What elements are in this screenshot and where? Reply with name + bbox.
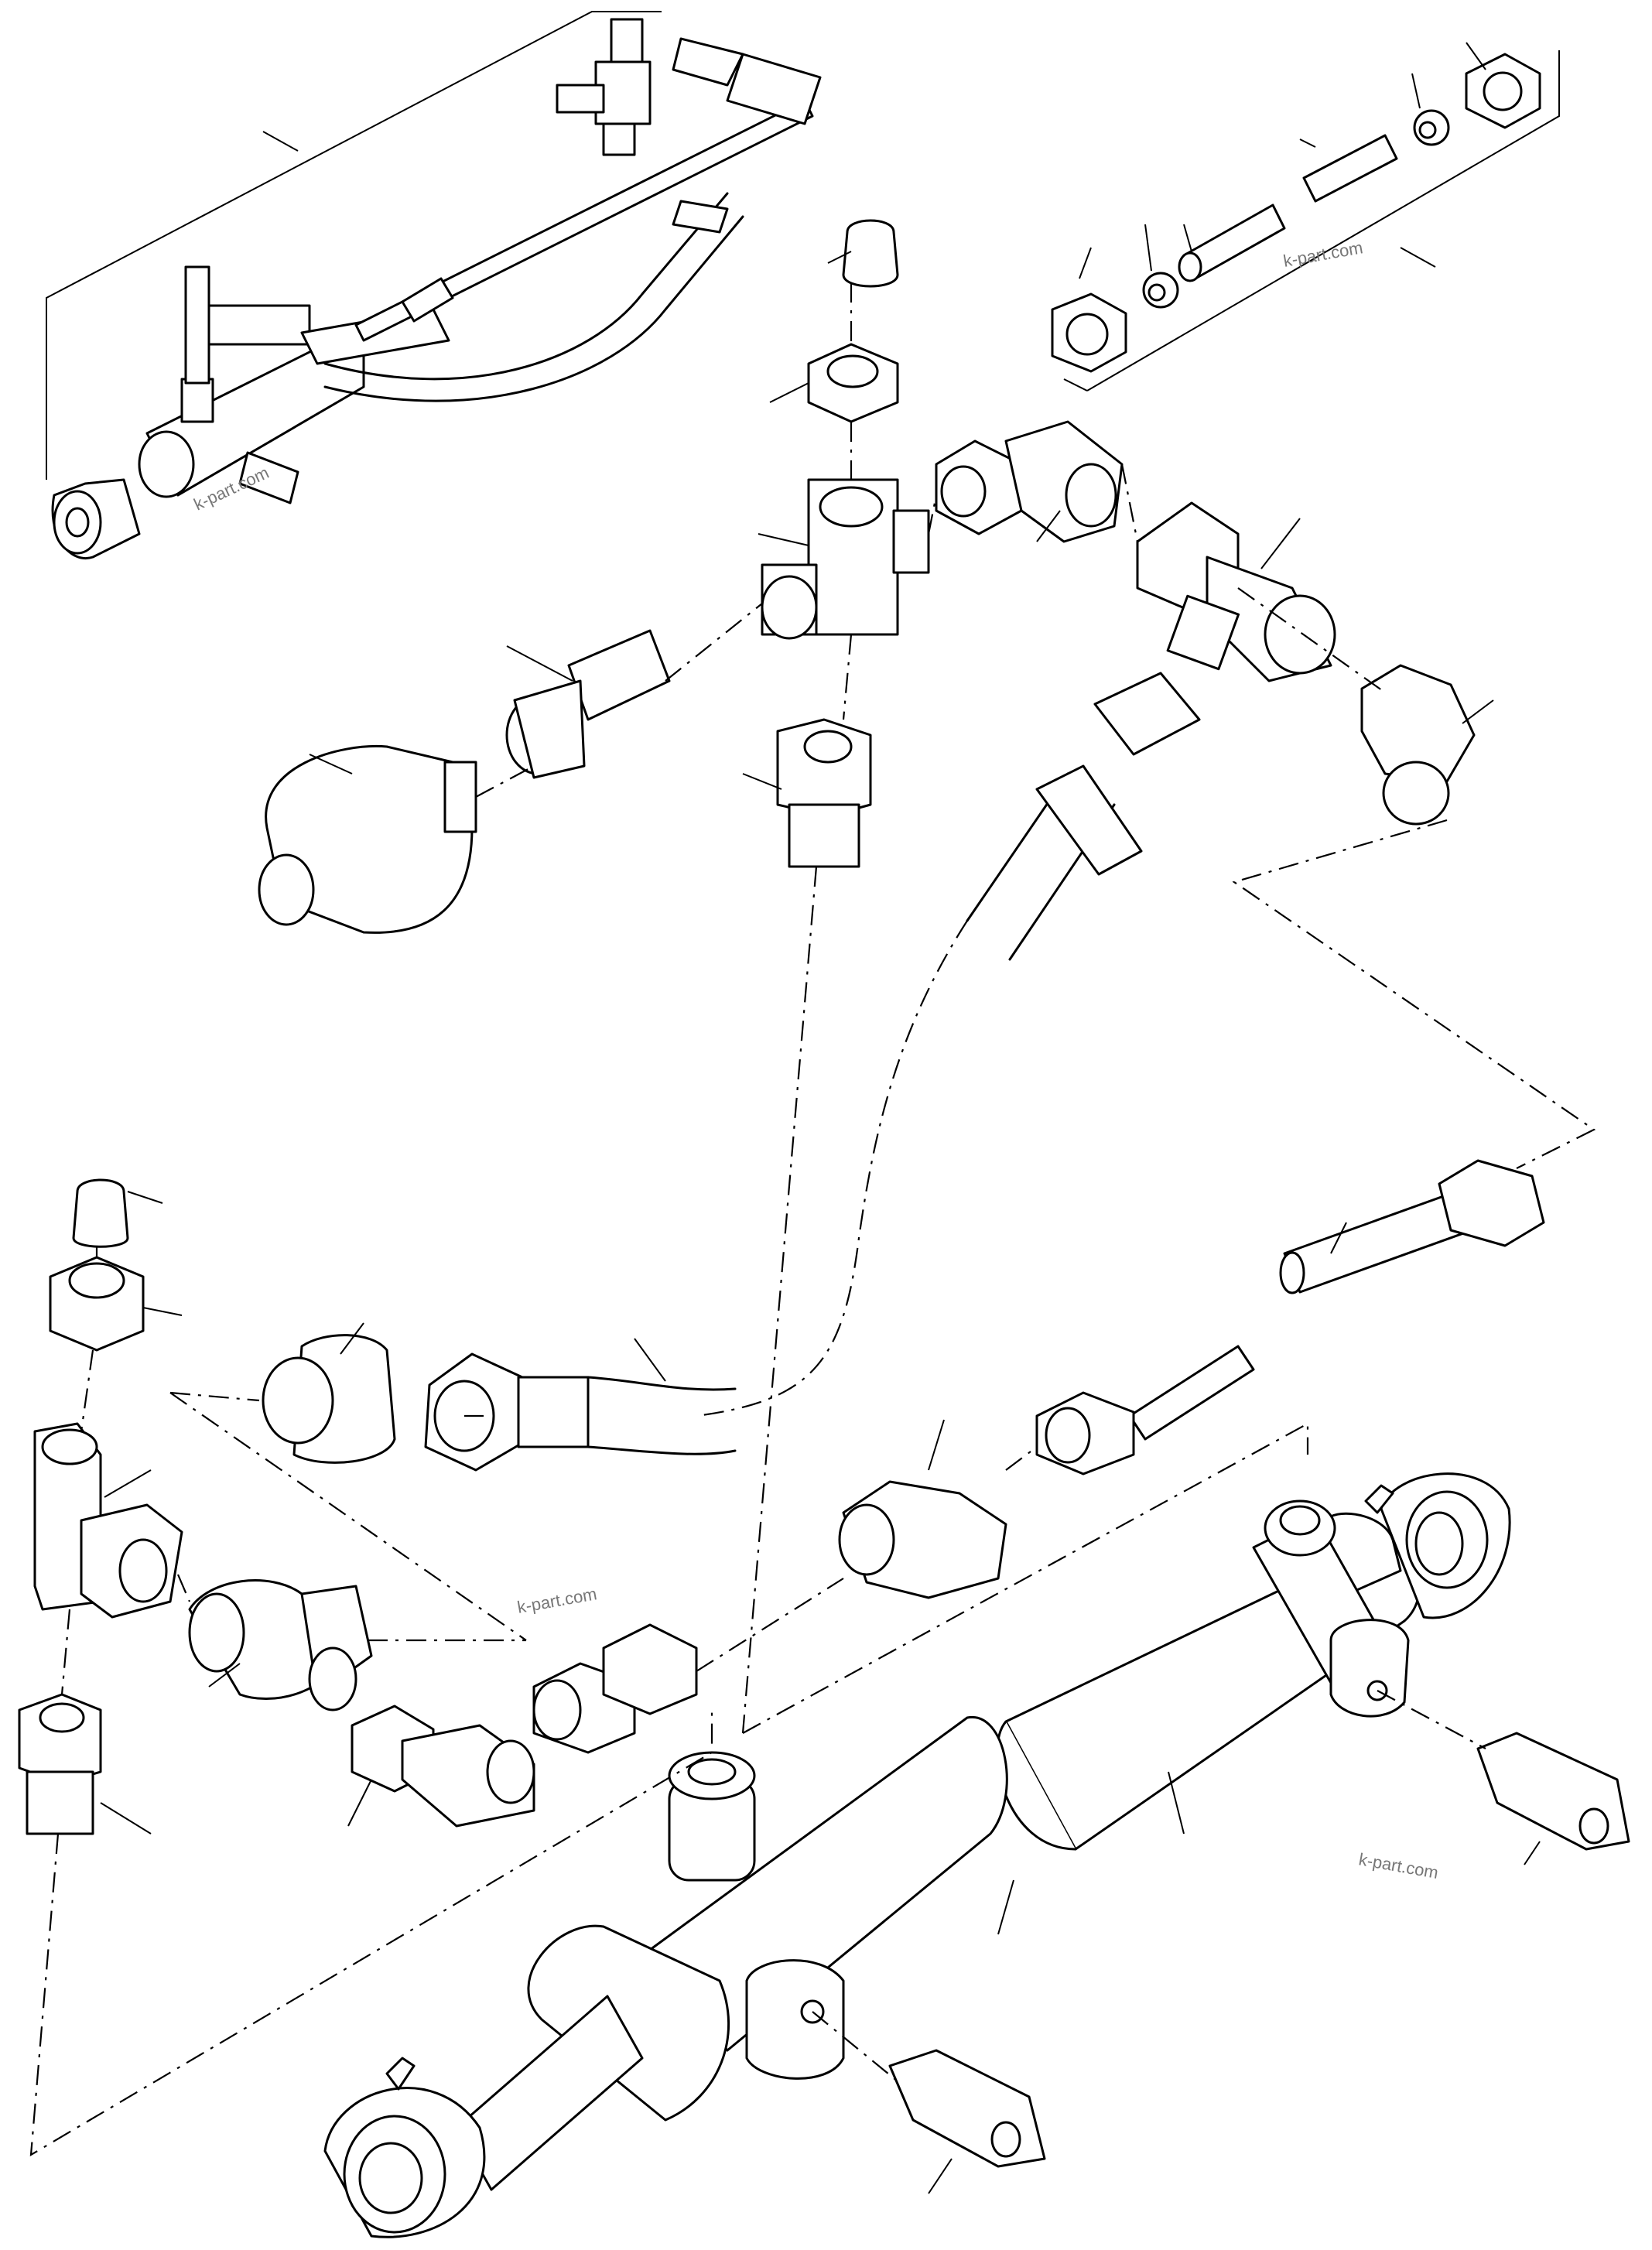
watermark-text: k-part.com <box>1357 1849 1440 1882</box>
tube-fitting-kit <box>1051 42 1560 392</box>
right-pipe-union <box>838 1159 1545 1599</box>
watermark-text: k-part.com <box>1282 238 1365 271</box>
assembly-overview <box>46 11 822 559</box>
middle-left-fittings <box>188 1322 737 1828</box>
assembly-centerlines <box>29 282 1596 2157</box>
steering-cylinder <box>323 1472 1630 2238</box>
center-fitting-group <box>258 219 930 934</box>
grease-nipple-icon <box>385 2057 416 2091</box>
watermark-text: k-part.com <box>516 1584 599 1617</box>
cap-plug-icon <box>842 219 899 288</box>
right-fitting-group <box>935 420 1494 961</box>
grease-nipple-icon <box>1364 1484 1394 1514</box>
cap-plug-icon <box>72 1178 129 1248</box>
lower-left-fitting-stack <box>18 1178 183 1835</box>
